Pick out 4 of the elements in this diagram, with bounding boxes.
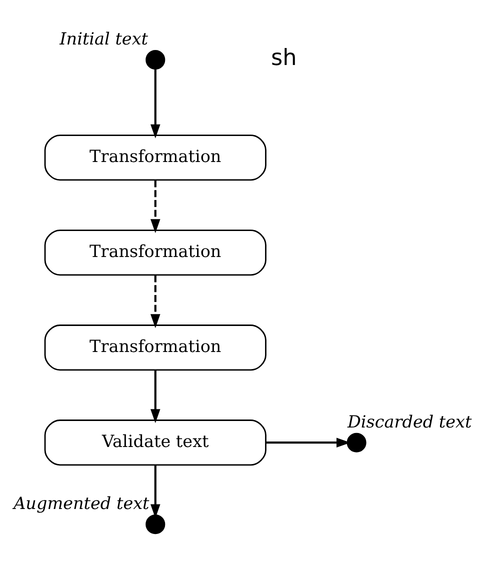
label: sh xyxy=(271,45,297,72)
node-label: Discarded text xyxy=(347,411,472,432)
node-label: Initial text xyxy=(60,28,148,49)
node-label: Augmented text xyxy=(14,493,150,514)
